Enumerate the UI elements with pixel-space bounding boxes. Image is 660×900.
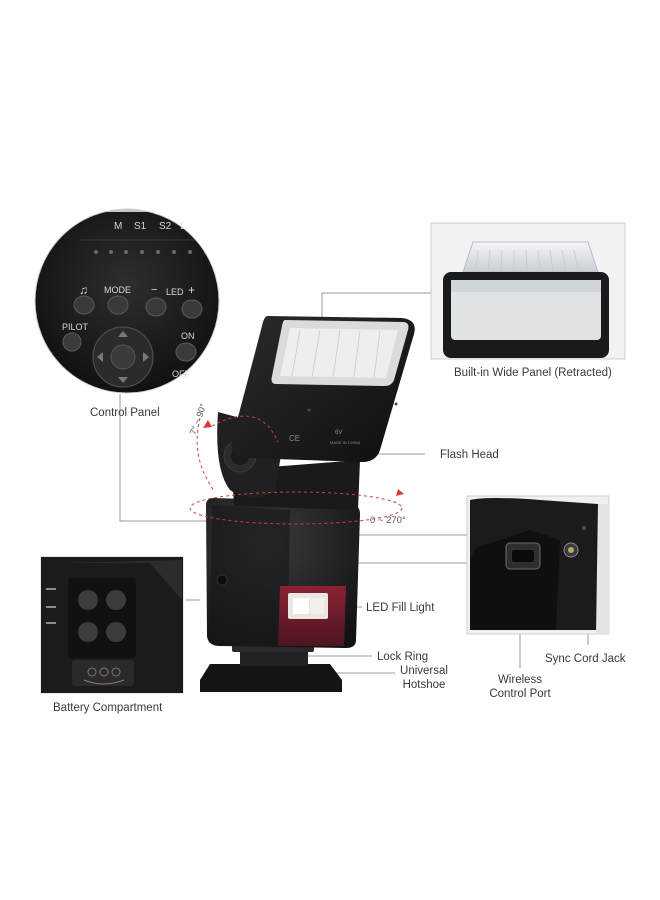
panel-mode-button-label: MODE [104, 285, 131, 295]
power-switch [175, 342, 197, 362]
led-minus-button [145, 297, 167, 317]
dpad [92, 326, 154, 388]
ports-inset [466, 495, 610, 635]
label-wireless-port: Wireless Control Port [484, 673, 556, 701]
sound-icon: ♫ [79, 283, 88, 297]
leader-control-panel [119, 394, 210, 522]
label-sync-cord-jack: Sync Cord Jack [545, 653, 626, 665]
panel-off-label: OFF [172, 369, 190, 379]
panel-mode-s1: S1 [134, 221, 147, 232]
ce-mark: CE [289, 434, 300, 443]
label-led-fill-light: LED Fill Light [366, 602, 435, 614]
label-battery-compartment: Battery Compartment [53, 702, 163, 714]
made-in-mark: MADE IN CHINA [330, 440, 361, 445]
label-lock-ring: Lock Ring [377, 651, 429, 663]
panel-led-label: LED [166, 287, 184, 297]
sound-button [73, 295, 95, 315]
control-panel-inset [34, 208, 220, 394]
label-universal-hotshoe: Universal Hotshoe [396, 664, 452, 692]
pilot-button [62, 332, 82, 352]
panel-mode-s2: S2 [159, 221, 172, 232]
tilt-arc [196, 417, 216, 493]
panel-led-minus: − [151, 284, 158, 296]
label-universal-hotshoe-line1: Universal [400, 665, 448, 677]
label-rotate-angle: 0 ~ 270° [370, 515, 406, 526]
label-universal-hotshoe-line2: Hotshoe [402, 679, 446, 691]
rotation-arcs [189, 415, 403, 525]
panel-on-label: ON [181, 331, 195, 341]
mode-button [107, 295, 129, 315]
label-wireless-port-line2: Control Port [489, 688, 551, 700]
wide-panel-inset [430, 222, 626, 360]
label-flash-head: Flash Head [440, 449, 499, 461]
label-control-panel: Control Panel [90, 407, 160, 419]
rotate-ellipse [189, 491, 403, 525]
label-wireless-port-line1: Wireless [497, 674, 543, 686]
tilt-arc-inner [211, 415, 279, 443]
flash-unit: CE 6V MADE IN CHINA [200, 316, 415, 692]
voltage-mark: 6V [335, 430, 342, 436]
panel-mode-l: L [180, 221, 186, 232]
label-wide-panel: Built-in Wide Panel (Retracted) [454, 367, 612, 379]
battery-inset [40, 556, 184, 694]
led-plus-button [181, 299, 203, 319]
panel-mode-m: M [114, 221, 123, 232]
panel-pilot-label: PILOT [62, 322, 89, 332]
panel-led-plus: + [188, 283, 196, 297]
